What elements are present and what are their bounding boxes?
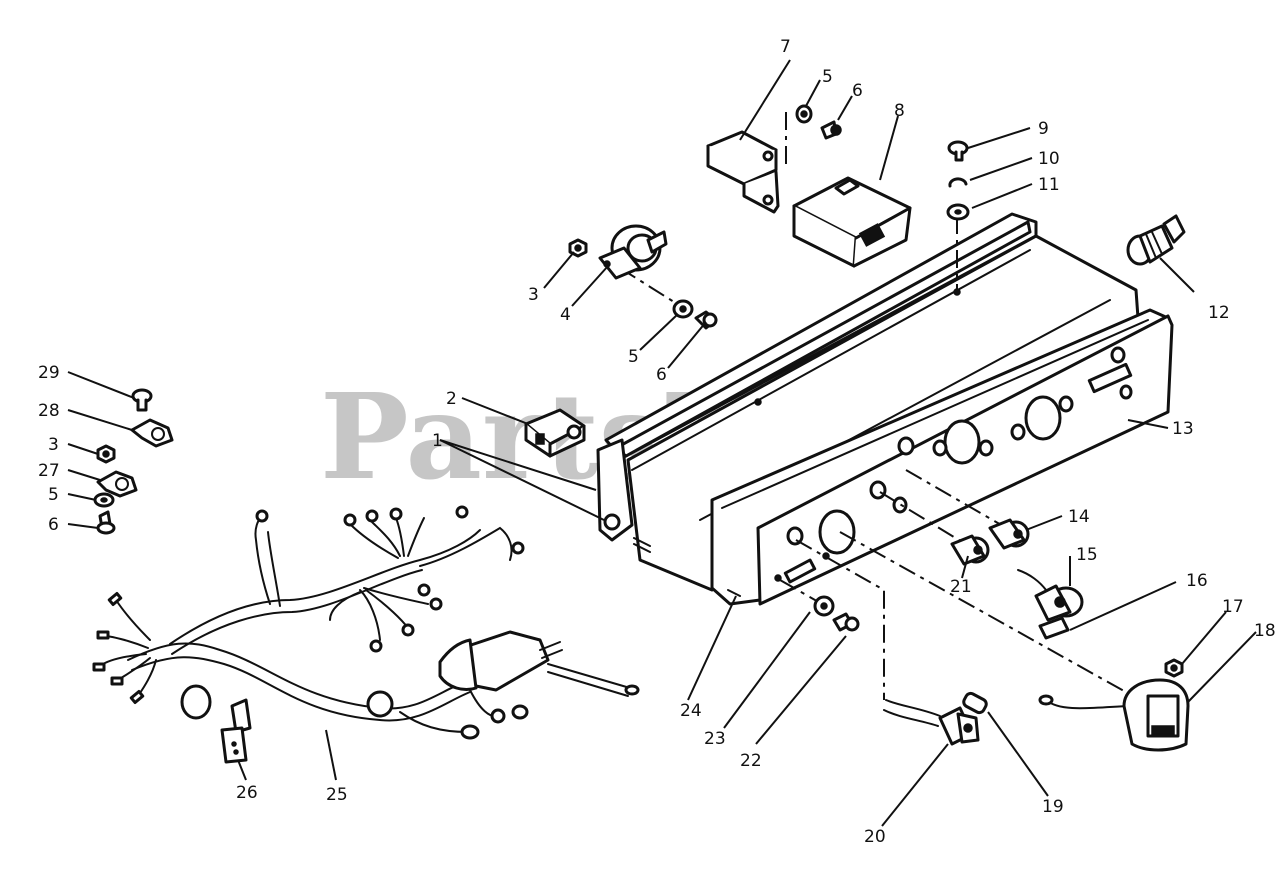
callout-8: 8 bbox=[894, 101, 905, 121]
part-10-lockwasher bbox=[948, 177, 968, 188]
callout-6: 6 bbox=[656, 365, 667, 385]
callout-9: 9 bbox=[1038, 119, 1049, 139]
callout-12: 12 bbox=[1208, 303, 1230, 323]
callout-5: 5 bbox=[628, 347, 639, 367]
callout-labels: 7 5 6 8 9 10 11 12 13 14 15 16 17 18 19 … bbox=[38, 37, 1276, 847]
part-5-washer-top bbox=[795, 104, 813, 124]
part-5-washer-left bbox=[93, 492, 115, 508]
callout-21: 21 bbox=[950, 577, 972, 597]
part-6-screw-left bbox=[96, 510, 116, 535]
callout-27: 27 bbox=[38, 461, 60, 481]
callout-19: 19 bbox=[1042, 797, 1064, 817]
callout-23: 23 bbox=[704, 729, 726, 749]
part-15-meter bbox=[1017, 569, 1084, 622]
part-11-washer bbox=[946, 203, 970, 221]
part-8-breaker bbox=[792, 176, 912, 268]
callout-25: 25 bbox=[326, 785, 348, 805]
part-17-nut bbox=[1164, 658, 1184, 678]
callout-14: 14 bbox=[1068, 507, 1090, 527]
callout-16: 16 bbox=[1186, 571, 1208, 591]
callout-22: 22 bbox=[740, 751, 762, 771]
front-panel bbox=[710, 308, 1174, 606]
part-23-washer bbox=[813, 595, 835, 617]
part-12-outlet bbox=[1126, 214, 1186, 266]
part-3-nut-left bbox=[96, 444, 116, 464]
part-14-receptacle bbox=[988, 518, 1030, 550]
callout-20: 20 bbox=[864, 827, 886, 847]
part-22-screw bbox=[832, 612, 860, 632]
part-6-screw-top bbox=[820, 120, 842, 140]
part-5-washer-mid bbox=[672, 299, 694, 319]
part-4-clamp bbox=[598, 224, 668, 280]
callout-3: 3 bbox=[528, 285, 539, 305]
part-9-screw bbox=[947, 140, 969, 162]
part-26-tag bbox=[220, 726, 248, 764]
callout-6: 6 bbox=[48, 515, 59, 535]
callout-26: 26 bbox=[236, 783, 258, 803]
callout-10: 10 bbox=[1038, 149, 1060, 169]
part-18-hour-meter bbox=[1038, 678, 1190, 752]
part-25-wiring-harness bbox=[92, 505, 640, 740]
callout-5: 5 bbox=[822, 67, 833, 87]
callout-1: 1 bbox=[432, 431, 443, 451]
part-6-screw-mid bbox=[694, 310, 718, 330]
callout-15: 15 bbox=[1076, 545, 1098, 565]
callout-7: 7 bbox=[780, 37, 791, 57]
callout-24: 24 bbox=[680, 701, 702, 721]
part-20-indicator bbox=[883, 699, 980, 746]
callout-4: 4 bbox=[560, 305, 571, 325]
part-21-receptacle bbox=[950, 534, 990, 566]
callout-3: 3 bbox=[48, 435, 59, 455]
part-28-clip bbox=[130, 418, 174, 448]
part-19-lamp bbox=[962, 691, 988, 715]
callout-11: 11 bbox=[1038, 175, 1060, 195]
part-27-clip bbox=[96, 470, 138, 498]
callout-5: 5 bbox=[48, 485, 59, 505]
callout-17: 17 bbox=[1222, 597, 1244, 617]
part-29-screw bbox=[131, 388, 153, 412]
callout-13: 13 bbox=[1172, 419, 1194, 439]
leader-lines bbox=[67, 59, 1257, 827]
callout-18: 18 bbox=[1254, 621, 1276, 641]
callout-6: 6 bbox=[852, 81, 863, 101]
part-7-bracket bbox=[706, 130, 780, 214]
callout-29: 29 bbox=[38, 363, 60, 383]
callout-28: 28 bbox=[38, 401, 60, 421]
part-16-fuse bbox=[1038, 616, 1070, 640]
callout-2: 2 bbox=[446, 389, 457, 409]
part-2-switch bbox=[524, 408, 586, 458]
